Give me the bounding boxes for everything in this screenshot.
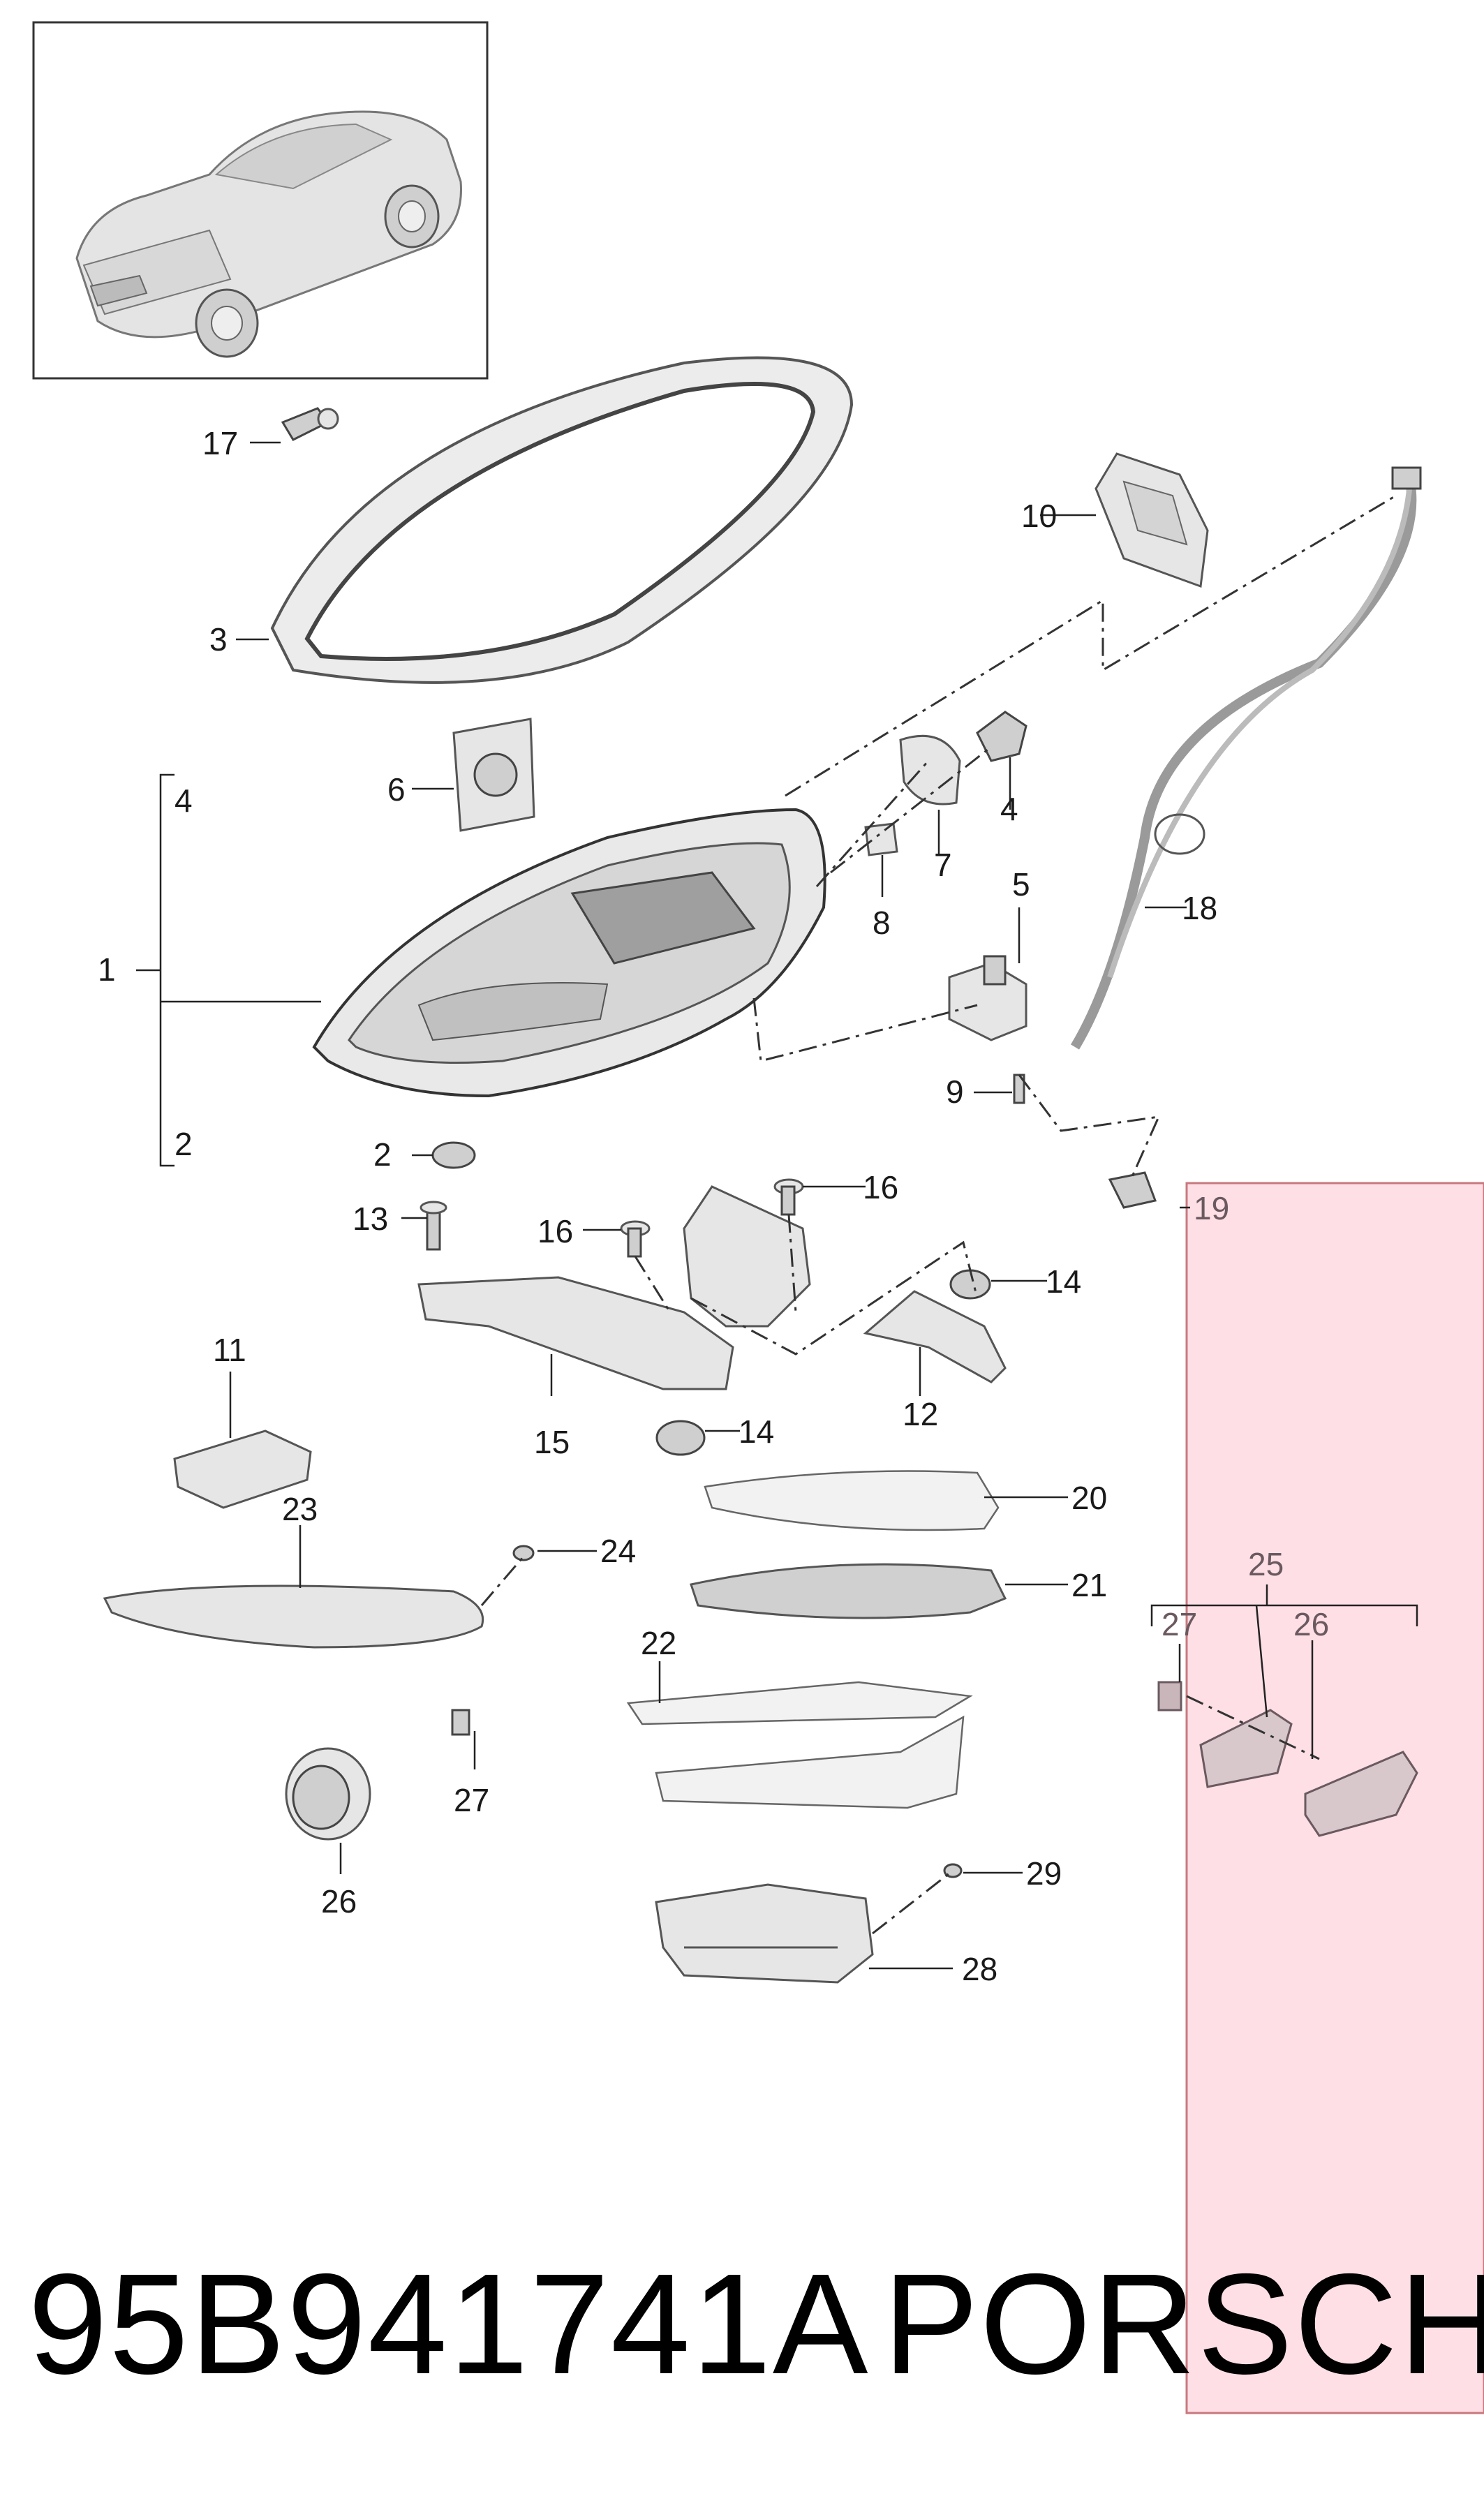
part-2-grommet	[431, 1141, 476, 1169]
callout-17: 17	[202, 425, 238, 461]
part-7-ring	[899, 734, 961, 805]
group-bracket-25	[1150, 1584, 1418, 1626]
callout-28: 28	[962, 1951, 997, 1987]
vehicle-illustration	[75, 110, 462, 358]
part-8-clip	[864, 822, 898, 856]
callout-13: 13	[353, 1201, 388, 1237]
callout-16-left: 16	[537, 1213, 573, 1249]
vehicle-overview-inset	[32, 21, 489, 380]
part-21-cover	[690, 1563, 1007, 1619]
callout-29: 29	[1026, 1855, 1062, 1892]
callout-18: 18	[1182, 890, 1217, 926]
part-19-connector	[1108, 1171, 1157, 1209]
part-16-screw-left	[620, 1220, 651, 1258]
callout-10: 10	[1021, 498, 1057, 534]
part-11-module	[173, 1430, 312, 1509]
callout-14-right: 14	[1046, 1263, 1081, 1300]
group-bracket-1	[136, 773, 321, 1167]
callout-4: 4	[1000, 791, 1018, 827]
callout-15: 15	[534, 1424, 570, 1460]
callout-22: 22	[641, 1625, 676, 1661]
callout-27-right: 27	[1162, 1606, 1197, 1642]
part-26-fog-lamp	[285, 1747, 371, 1841]
leader-lines	[229, 441, 1314, 1970]
callout-2-bracket: 2	[175, 1126, 193, 1162]
callout-12: 12	[903, 1396, 938, 1432]
callout-26-left: 26	[321, 1883, 357, 1920]
callout-27-left: 27	[454, 1782, 489, 1818]
part-22-trim	[626, 1681, 973, 1809]
callout-4-bracket: 4	[175, 782, 193, 819]
part-15-mounting-bracket	[417, 1185, 811, 1390]
part-27-bulb-right	[1157, 1681, 1182, 1712]
part-29-clip	[943, 1863, 963, 1878]
part-10-bracket	[1095, 452, 1209, 588]
callout-9: 9	[946, 1074, 964, 1110]
callout-24: 24	[600, 1533, 636, 1569]
part-24-screw	[512, 1545, 535, 1561]
part-23-light-strip	[103, 1584, 484, 1649]
callout-23: 23	[282, 1491, 318, 1527]
part-14-grommet-lower	[655, 1420, 706, 1456]
part-18-cable-harness	[1070, 466, 1422, 1050]
brand-caption: PORSCHE	[883, 2244, 1484, 2404]
part-12-bracket	[863, 1290, 1007, 1383]
part-1-headlamp-assembly	[312, 808, 826, 1098]
part-16-screw-right	[773, 1178, 804, 1216]
callout-8: 8	[873, 905, 891, 941]
callout-14-lower: 14	[739, 1413, 774, 1450]
callout-7: 7	[934, 847, 952, 883]
callout-labels: 17 3 6 10 4 1 2 4 7 8 5 9 18 2 13 16 16 …	[98, 425, 1329, 1987]
part-6-module	[452, 718, 535, 832]
callout-25: 25	[1248, 1546, 1284, 1582]
part-25-side-marker-housing	[1199, 1709, 1293, 1788]
callout-19: 19	[1194, 1190, 1229, 1226]
callout-16-right: 16	[863, 1169, 898, 1205]
callout-11: 11	[213, 1332, 246, 1368]
callout-1: 1	[98, 951, 116, 988]
part-26-side-marker-lens	[1304, 1751, 1418, 1837]
part-27-bulb-left	[451, 1709, 470, 1736]
part-28-grille	[655, 1883, 874, 1984]
callout-21: 21	[1071, 1567, 1107, 1603]
callout-3: 3	[209, 621, 228, 658]
part-17-screw	[281, 407, 339, 441]
callout-20: 20	[1071, 1480, 1107, 1516]
callout-2: 2	[373, 1136, 392, 1173]
part-3-trim-ring	[270, 356, 854, 684]
assembly-lines	[480, 494, 1397, 1935]
callout-26-right: 26	[1293, 1606, 1329, 1642]
callout-6: 6	[387, 771, 406, 808]
part-number-caption: 95B941741A	[28, 2244, 870, 2404]
part-5-control-unit	[948, 955, 1027, 1041]
part-13-screw	[420, 1201, 447, 1251]
part-20-cover	[704, 1470, 1000, 1531]
callout-5: 5	[1012, 866, 1030, 903]
part-4-bulb	[976, 711, 1027, 762]
